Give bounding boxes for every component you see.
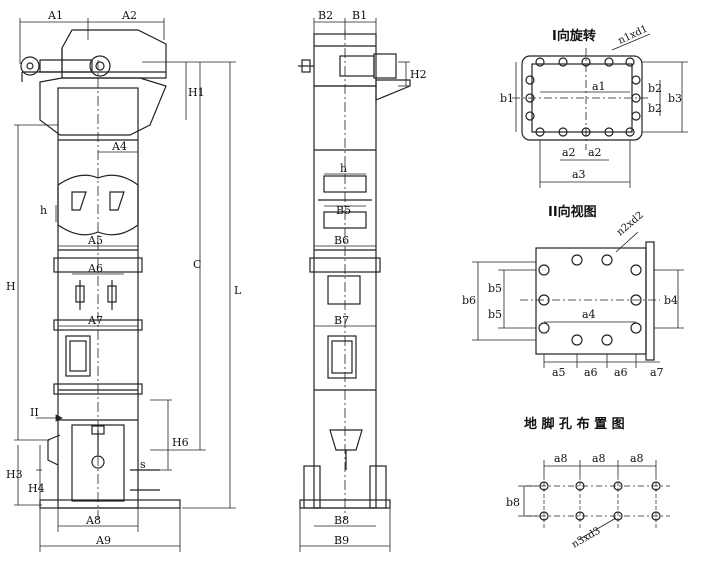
flange-holes (525, 57, 641, 137)
view1-hole-note: n1xd1 (617, 24, 650, 47)
dim-label-v3-a8-2: a8 (592, 452, 606, 465)
dim-label-v3-b8: b8 (506, 496, 520, 509)
dim-label-v2-a6-left: a6 (584, 366, 598, 379)
boot-section (71, 424, 125, 502)
bucket-icon (71, 191, 87, 211)
view1-dimensions (515, 33, 688, 188)
dim-label-v1-b1: b1 (500, 92, 514, 105)
dim-label-v1-a2-left: a2 (562, 146, 576, 159)
dim-label-v2-b4: b4 (664, 294, 678, 307)
anchor-holes (539, 481, 661, 521)
boot-hopper (329, 429, 363, 451)
dim-label-v1-b3: b3 (668, 92, 682, 105)
dim-label-a5: A5 (87, 234, 103, 247)
dim-label-l: L (234, 284, 242, 297)
dim-label-v1-a2-right: a2 (588, 146, 602, 159)
dim-label-h6: H6 (172, 436, 189, 449)
dim-label-a9: A9 (95, 534, 111, 547)
dim-label-a7: A7 (87, 314, 103, 327)
drive-pulley-icon (20, 56, 40, 76)
dim-label-c: C (193, 258, 201, 271)
view2-hole-note: n2xd2 (615, 210, 646, 238)
dim-label-h4: H4 (28, 482, 45, 495)
view2-title: II向视图 (548, 204, 597, 220)
side-inspection-door (327, 335, 357, 379)
dim-label-a4: A4 (111, 140, 127, 153)
bucket-window (57, 174, 139, 236)
dim-label-a8: A8 (85, 514, 101, 527)
dim-label-h2: H2 (410, 68, 427, 81)
side-view (298, 30, 411, 520)
view3-dimensions (518, 460, 657, 541)
inlet-chute (47, 434, 61, 466)
dim-label-v2-b6: b6 (462, 294, 476, 307)
dim-label-b1: B1 (352, 9, 367, 22)
view3-title: 地 脚 孔 布 置 图 (524, 416, 625, 432)
dim-label-b8: B8 (334, 514, 349, 527)
dim-label-h-small: h (40, 204, 47, 217)
dim-label-s: s (140, 458, 146, 471)
dim-label-b7: B7 (334, 314, 349, 327)
front-view (20, 29, 181, 520)
view2-flange (520, 241, 660, 361)
side-base-plate (299, 499, 391, 509)
side-head (313, 33, 377, 87)
head-wheel-icon (89, 55, 111, 77)
dim-label-v3-a8-3: a8 (630, 452, 644, 465)
inspection-door (65, 335, 91, 377)
view1-title: I向旋转 (552, 28, 596, 44)
dim-label-a6: A6 (87, 262, 103, 275)
view1-flange (512, 48, 650, 150)
drive-bracket (375, 79, 411, 101)
side-dimensions (299, 18, 410, 552)
dim-label-v1-a1: a1 (592, 80, 606, 93)
dim-label-v1-b2-top: b2 (648, 82, 662, 95)
dim-label-v2-a7: a7 (650, 366, 664, 379)
dim-label-b5: B5 (336, 204, 351, 217)
head-hood (39, 77, 167, 136)
bucket-icon (323, 211, 367, 229)
dim-label-v3-a8-1: a8 (554, 452, 568, 465)
dim-label-v2-b5-top: b5 (488, 282, 502, 295)
drive-chain (39, 59, 93, 73)
dim-label-b2: B2 (318, 9, 333, 22)
front-dimensions (14, 18, 236, 552)
dim-label-h1: H1 (188, 86, 205, 99)
motor-icon (373, 53, 397, 79)
view3-hole-note: n3xd3 (570, 525, 603, 550)
dim-label-v1-a3: a3 (572, 168, 586, 181)
bucket-icon (109, 191, 125, 211)
dim-label-h-left: H (6, 280, 16, 293)
tail-wheel-icon (91, 455, 105, 469)
dim-label-v2-a4: a4 (582, 308, 596, 321)
inlet-flange-side (645, 241, 655, 361)
dim-label-side-h: h (340, 162, 347, 175)
view-marker-ii: II (30, 406, 39, 419)
dim-label-h3: H3 (6, 468, 23, 481)
dim-label-v2-b5-bottom: b5 (488, 308, 502, 321)
inlet-flange-plate (535, 247, 647, 355)
dim-label-b6: B6 (334, 234, 349, 247)
head-cover (61, 29, 167, 79)
shaft-coupling-icon (301, 59, 311, 73)
dim-label-v2-a5: a5 (552, 366, 566, 379)
view2-dimensions (472, 231, 684, 368)
dim-label-v1-b2-bottom: b2 (648, 102, 662, 115)
bucket-icon (323, 175, 367, 193)
view3-anchor-layout (526, 476, 670, 528)
dim-label-a1: A1 (47, 9, 63, 22)
side-door (327, 275, 361, 305)
dim-label-a2: A2 (121, 9, 137, 22)
dim-label-v2-a6-right: a6 (614, 366, 628, 379)
dim-label-b9: B9 (334, 534, 349, 547)
